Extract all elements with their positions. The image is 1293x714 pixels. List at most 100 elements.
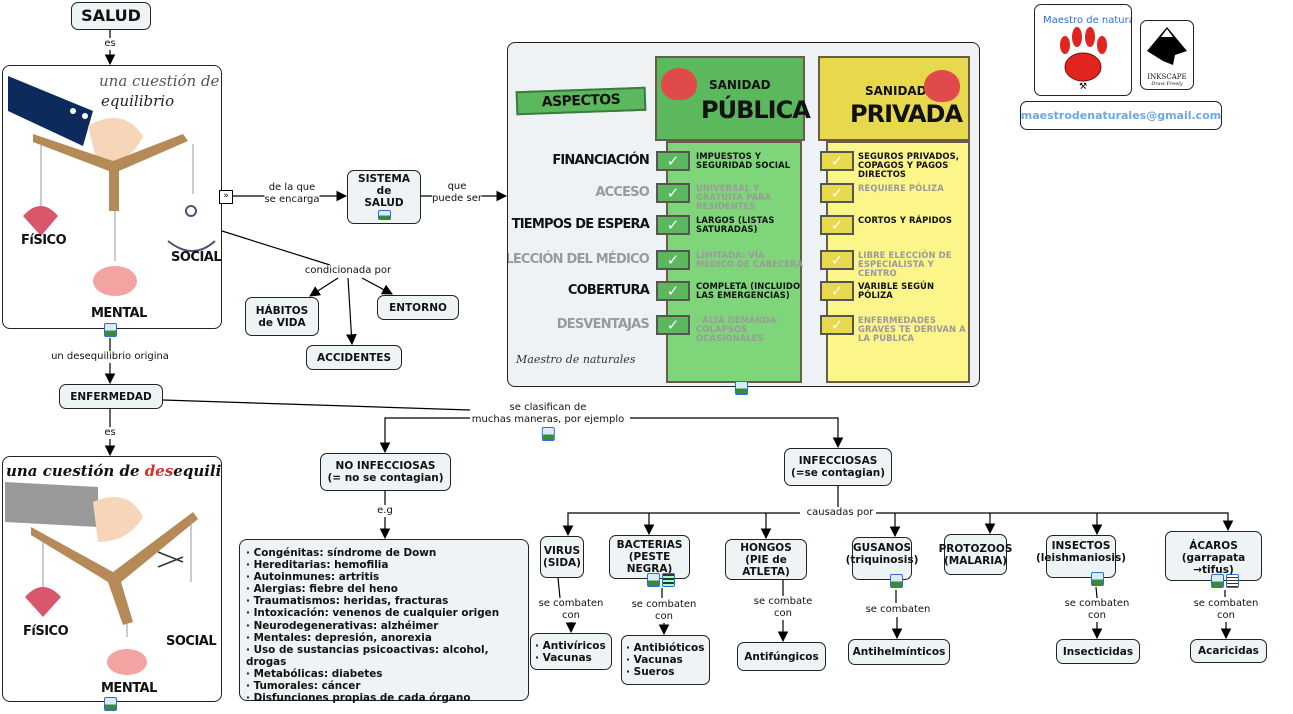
node-no-infecciosas[interactable]: NO INFECCIOSAS(= no se contagian)	[320, 453, 451, 491]
expand-arrows-icon[interactable]: »	[219, 190, 233, 204]
video-attachment-icon[interactable]	[662, 573, 675, 587]
document-attachment-icon[interactable]	[1226, 574, 1239, 588]
private-cell: CORTOS Y RÁPIDOS	[858, 215, 952, 225]
node-virus[interactable]: VIRUS(SIDA)	[540, 536, 584, 578]
node-protozoos[interactable]: PROTOZOOS(MALARIA)	[939, 534, 1012, 575]
node-label: (= no se contagian)	[327, 472, 444, 484]
maestro-naturales-logo[interactable]: Maestro de naturales ⚒	[1034, 4, 1149, 96]
node-gusanos[interactable]: GUSANOS(triquinosis)	[846, 537, 918, 580]
title-part: equilibrio	[173, 462, 222, 480]
email-text: maestrodenaturales@gmail.com	[1020, 108, 1222, 122]
signature-logo: Maestro de naturales	[516, 353, 636, 366]
label-line: con	[774, 608, 792, 619]
public-cell: LIMITADA: VÍA MÉDICO DE CABECERA	[696, 250, 804, 269]
node-label: de	[376, 185, 392, 197]
node-label: (=se contagian)	[790, 467, 886, 479]
list-item: · Traumatismos: heridas, fracturas	[246, 595, 449, 608]
label-line: puede ser	[432, 193, 482, 204]
label-line: con	[1217, 610, 1235, 621]
image-attachment-icon[interactable]	[1211, 574, 1224, 588]
label-line: con	[562, 610, 580, 621]
image-title: una cuestión de desequilibrio	[6, 462, 222, 480]
image-attachment-icon[interactable]	[647, 573, 660, 587]
node-insecticidas[interactable]: Insecticidas	[1056, 639, 1140, 664]
node-label: Antifúngicos	[744, 650, 819, 663]
aspect-label: COBERTURA	[567, 283, 650, 298]
node-label: SISTEMA	[358, 173, 410, 185]
equilibrio-image[interactable]: una cuestión de equilibrio FíSICO SOCIAL…	[2, 65, 222, 329]
label-line: se clasifican de	[509, 402, 587, 413]
image-title: equilibrio	[101, 92, 175, 110]
inkscape-tagline: Draw Freely	[1151, 81, 1183, 87]
check-icon: ✓	[820, 183, 854, 203]
link-label: e.g	[377, 505, 393, 517]
node-entorno[interactable]: ENTORNO	[377, 295, 459, 320]
svg-text:Maestro de naturales: Maestro de naturales	[1043, 15, 1131, 26]
public-header: SANIDAD PÚBLICA	[655, 56, 811, 141]
node-accidentes[interactable]: ACCIDENTES	[306, 345, 402, 370]
node-infecciosas[interactable]: INFECCIOSAS(=se contagian)	[784, 448, 892, 486]
private-cell: VARIBLE SEGÚN PÓLIZA	[858, 281, 935, 300]
node-antiviricos[interactable]: · Antivíricos· Vacunas	[530, 633, 612, 670]
image-attachment-icon[interactable]	[735, 381, 748, 395]
image-attachment-icon[interactable]	[890, 574, 903, 588]
label-line: con	[1088, 610, 1106, 621]
label-mental: MENTAL	[101, 681, 157, 696]
check-icon: ✓	[820, 281, 854, 301]
link-label: se combaten	[865, 604, 931, 616]
label-line: que	[447, 181, 467, 192]
node-enfermedad[interactable]: ENFERMEDAD	[59, 384, 163, 409]
image-attachment-icon[interactable]	[541, 427, 555, 441]
image-attachment-icon[interactable]	[104, 697, 117, 711]
sanidad-infographic[interactable]: ASPECTOS SANIDAD PÚBLICA SANIDAD PRIVADA…	[507, 42, 980, 387]
node-label: ÁCAROS	[1189, 540, 1238, 552]
private-cell: ENFERMEDADES GRAVES TE DERIVAN A LA PÚBL…	[858, 315, 966, 343]
node-label: ENTORNO	[389, 301, 447, 314]
email-link[interactable]: maestrodenaturales@gmail.com	[1020, 101, 1222, 130]
title-part: des	[144, 462, 174, 480]
list-item: · Tumorales: cáncer	[246, 680, 361, 693]
aspect-label: ELECCIÓN DEL MÉDICO	[507, 252, 650, 267]
node-antibioticos[interactable]: · Antibióticos· Vacunas· Sueros	[621, 635, 710, 685]
list-item: · Autoinmunes: artritis	[246, 571, 380, 584]
public-title: PÚBLICA	[701, 96, 811, 124]
node-insectos[interactable]: INSECTOS(leishmaniosis)	[1036, 535, 1126, 578]
heart-icon	[924, 70, 960, 102]
node-antifungicos[interactable]: Antifúngicos	[737, 642, 826, 671]
node-bacterias[interactable]: BACTERIAS(PESTE NEGRA)	[609, 535, 690, 579]
node-antihelminticos[interactable]: Antihelmínticos	[848, 639, 950, 665]
node-acaricidas[interactable]: Acaricidas	[1190, 639, 1267, 663]
list-item: · Mentales: depresión, anorexia	[246, 631, 432, 644]
link-label: es	[104, 427, 116, 439]
node-label: Insecticidas	[1062, 645, 1134, 658]
node-label: de VIDA	[258, 316, 306, 329]
node-label: NO INFECCIOSAS	[335, 460, 436, 472]
node-acaros[interactable]: ÁCAROS(garrapata →tifus)	[1165, 531, 1262, 581]
link-label: condicionada por	[304, 265, 392, 277]
image-attachment-icon[interactable]	[1091, 572, 1104, 586]
inkscape-text: INKSCAPE	[1147, 73, 1187, 81]
node-sistema-salud[interactable]: SISTEMA de SALUD	[347, 170, 421, 224]
label-fisico: FíSICO	[21, 233, 67, 248]
check-icon: ✓	[656, 315, 690, 335]
image-attachment-icon[interactable]	[104, 323, 117, 337]
node-label: PROTOZOOS	[938, 542, 1013, 555]
image-title: una cuestión de	[99, 72, 220, 90]
svg-text:⚒: ⚒	[1079, 82, 1087, 92]
public-title-small: SANIDAD	[709, 78, 771, 92]
aspect-label: ACCESO	[595, 185, 649, 200]
node-salud[interactable]: SALUD	[71, 2, 151, 30]
link-label: es	[104, 38, 116, 50]
no-infecciosas-list[interactable]: · Congénitas: síndrome de Down · Heredit…	[239, 539, 529, 704]
node-label: BACTERIAS	[616, 539, 683, 551]
puppet-illustration	[5, 482, 198, 675]
inkscape-logo[interactable]: INKSCAPE Draw Freely	[1140, 20, 1194, 90]
node-label: INFECCIOSAS	[798, 455, 878, 467]
desequilibrio-image[interactable]: una cuestión de desequilibrio FíSICO SOC…	[2, 456, 222, 702]
node-hongos[interactable]: HONGOS(PIE de ATLETA)	[725, 539, 807, 580]
image-attachment-icon[interactable]	[377, 210, 391, 220]
private-header: SANIDAD PRIVADA	[818, 56, 970, 141]
aspect-label: TIEMPOS DE ESPERA	[511, 217, 650, 232]
